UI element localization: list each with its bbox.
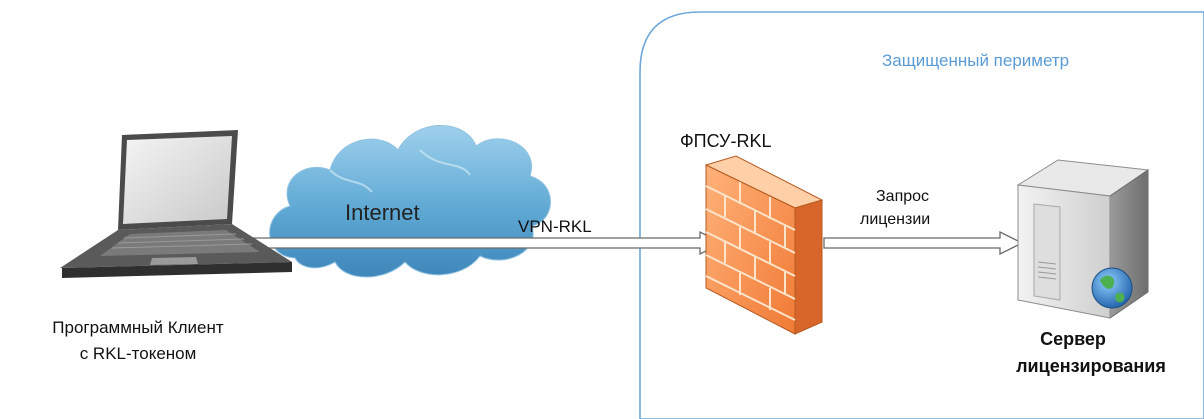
firewall-label: ФПСУ-RKL bbox=[680, 131, 771, 151]
request-label-line2: лицензии bbox=[860, 211, 930, 228]
license-request-arrow bbox=[823, 230, 1024, 256]
client-label-line1: Программный Клиент bbox=[52, 318, 224, 337]
server-label-line2: лицензирования bbox=[1016, 356, 1166, 376]
server-label-line1: Сервер bbox=[1040, 329, 1106, 349]
request-label-line1: Запрос bbox=[876, 188, 929, 205]
globe-icon bbox=[1091, 267, 1133, 309]
laptop-icon bbox=[60, 130, 292, 278]
client-label-line2: с RKL-токеном bbox=[80, 344, 197, 363]
firewall-icon bbox=[704, 155, 824, 335]
vpn-label: VPN-RKL bbox=[518, 217, 592, 236]
perimeter-label: Защищенный периметр bbox=[882, 51, 1069, 70]
cloud-label: Internet bbox=[345, 200, 420, 225]
protected-perimeter bbox=[639, 11, 1204, 419]
